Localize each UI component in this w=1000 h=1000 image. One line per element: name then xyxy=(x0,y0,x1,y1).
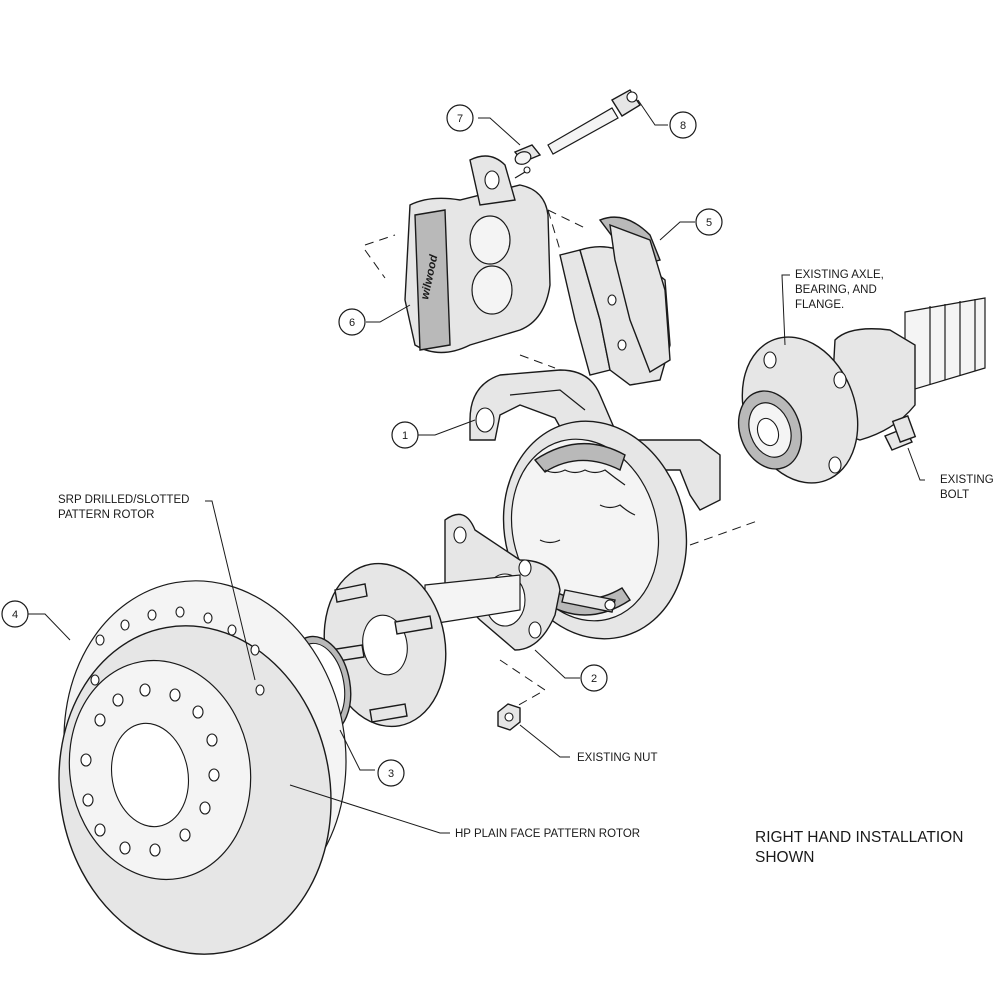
label-existing-bolt: EXISTING BOLT xyxy=(940,474,994,501)
svg-text:EXISTING AXLE,: EXISTING AXLE, xyxy=(795,269,884,281)
brake-pads xyxy=(559,216,671,386)
svg-text:6: 6 xyxy=(349,317,355,329)
return-spring-upper xyxy=(544,469,626,486)
svg-text:5: 5 xyxy=(706,217,712,229)
callout-7: 7 xyxy=(446,104,474,132)
rotor-hat-holes xyxy=(80,683,220,857)
svg-text:8: 8 xyxy=(680,120,686,132)
svg-text:EXISTING: EXISTING xyxy=(940,474,994,486)
adjuster xyxy=(561,589,616,613)
callout-4: 4 xyxy=(1,600,29,628)
brake-shoe-upper xyxy=(533,442,626,473)
svg-text:RIGHT HAND INSTALLATION: RIGHT HAND INSTALLATION xyxy=(755,829,963,846)
installation-note: RIGHT HAND INSTALLATION SHOWN xyxy=(755,829,963,866)
caliper-mounting-bolt xyxy=(547,89,641,155)
wheel-studs xyxy=(329,583,433,723)
leader-lines xyxy=(28,99,925,834)
existing-nut xyxy=(497,703,521,731)
hub-flange-with-studs xyxy=(323,562,447,728)
callout-3: 3 xyxy=(377,759,405,787)
svg-text:BEARING, AND: BEARING, AND xyxy=(795,284,877,296)
brake-caliper: wilwood xyxy=(404,155,551,354)
return-spring-mid xyxy=(539,539,561,544)
svg-text:4: 4 xyxy=(12,609,18,621)
label-existing-nut: EXISTING NUT xyxy=(577,752,658,764)
svg-text:FLANGE.: FLANGE. xyxy=(795,299,844,311)
svg-text:BOLT: BOLT xyxy=(940,489,969,501)
label-existing-axle: EXISTING AXLE, BEARING, AND FLANGE. xyxy=(795,269,884,311)
svg-text:7: 7 xyxy=(457,113,463,125)
svg-text:1: 1 xyxy=(402,430,408,442)
label-hp-rotor: HP PLAIN FACE PATTERN ROTOR xyxy=(455,828,640,840)
rotor-drill-holes xyxy=(90,606,265,696)
svg-text:3: 3 xyxy=(388,768,394,780)
callout-5: 5 xyxy=(695,208,723,236)
existing-bolt xyxy=(884,415,917,451)
svg-text:SRP DRILLED/SLOTTED: SRP DRILLED/SLOTTED xyxy=(58,494,189,506)
callout-2: 2 xyxy=(580,664,608,692)
existing-axle-assembly xyxy=(737,297,986,484)
callout-6: 6 xyxy=(338,308,366,336)
callout-1: 1 xyxy=(391,421,419,449)
callout-8: 8 xyxy=(669,111,697,139)
svg-text:2: 2 xyxy=(591,673,597,685)
caliper-bushing xyxy=(513,144,542,165)
return-spring-right xyxy=(599,504,636,516)
axle-splines xyxy=(929,299,976,384)
svg-text:SHOWN: SHOWN xyxy=(755,849,814,866)
label-srp-rotor: SRP DRILLED/SLOTTED PATTERN ROTOR xyxy=(58,494,189,521)
svg-text:PATTERN ROTOR: PATTERN ROTOR xyxy=(58,509,154,521)
rotor-center-bore xyxy=(110,722,190,828)
brake-rotor xyxy=(58,580,347,955)
